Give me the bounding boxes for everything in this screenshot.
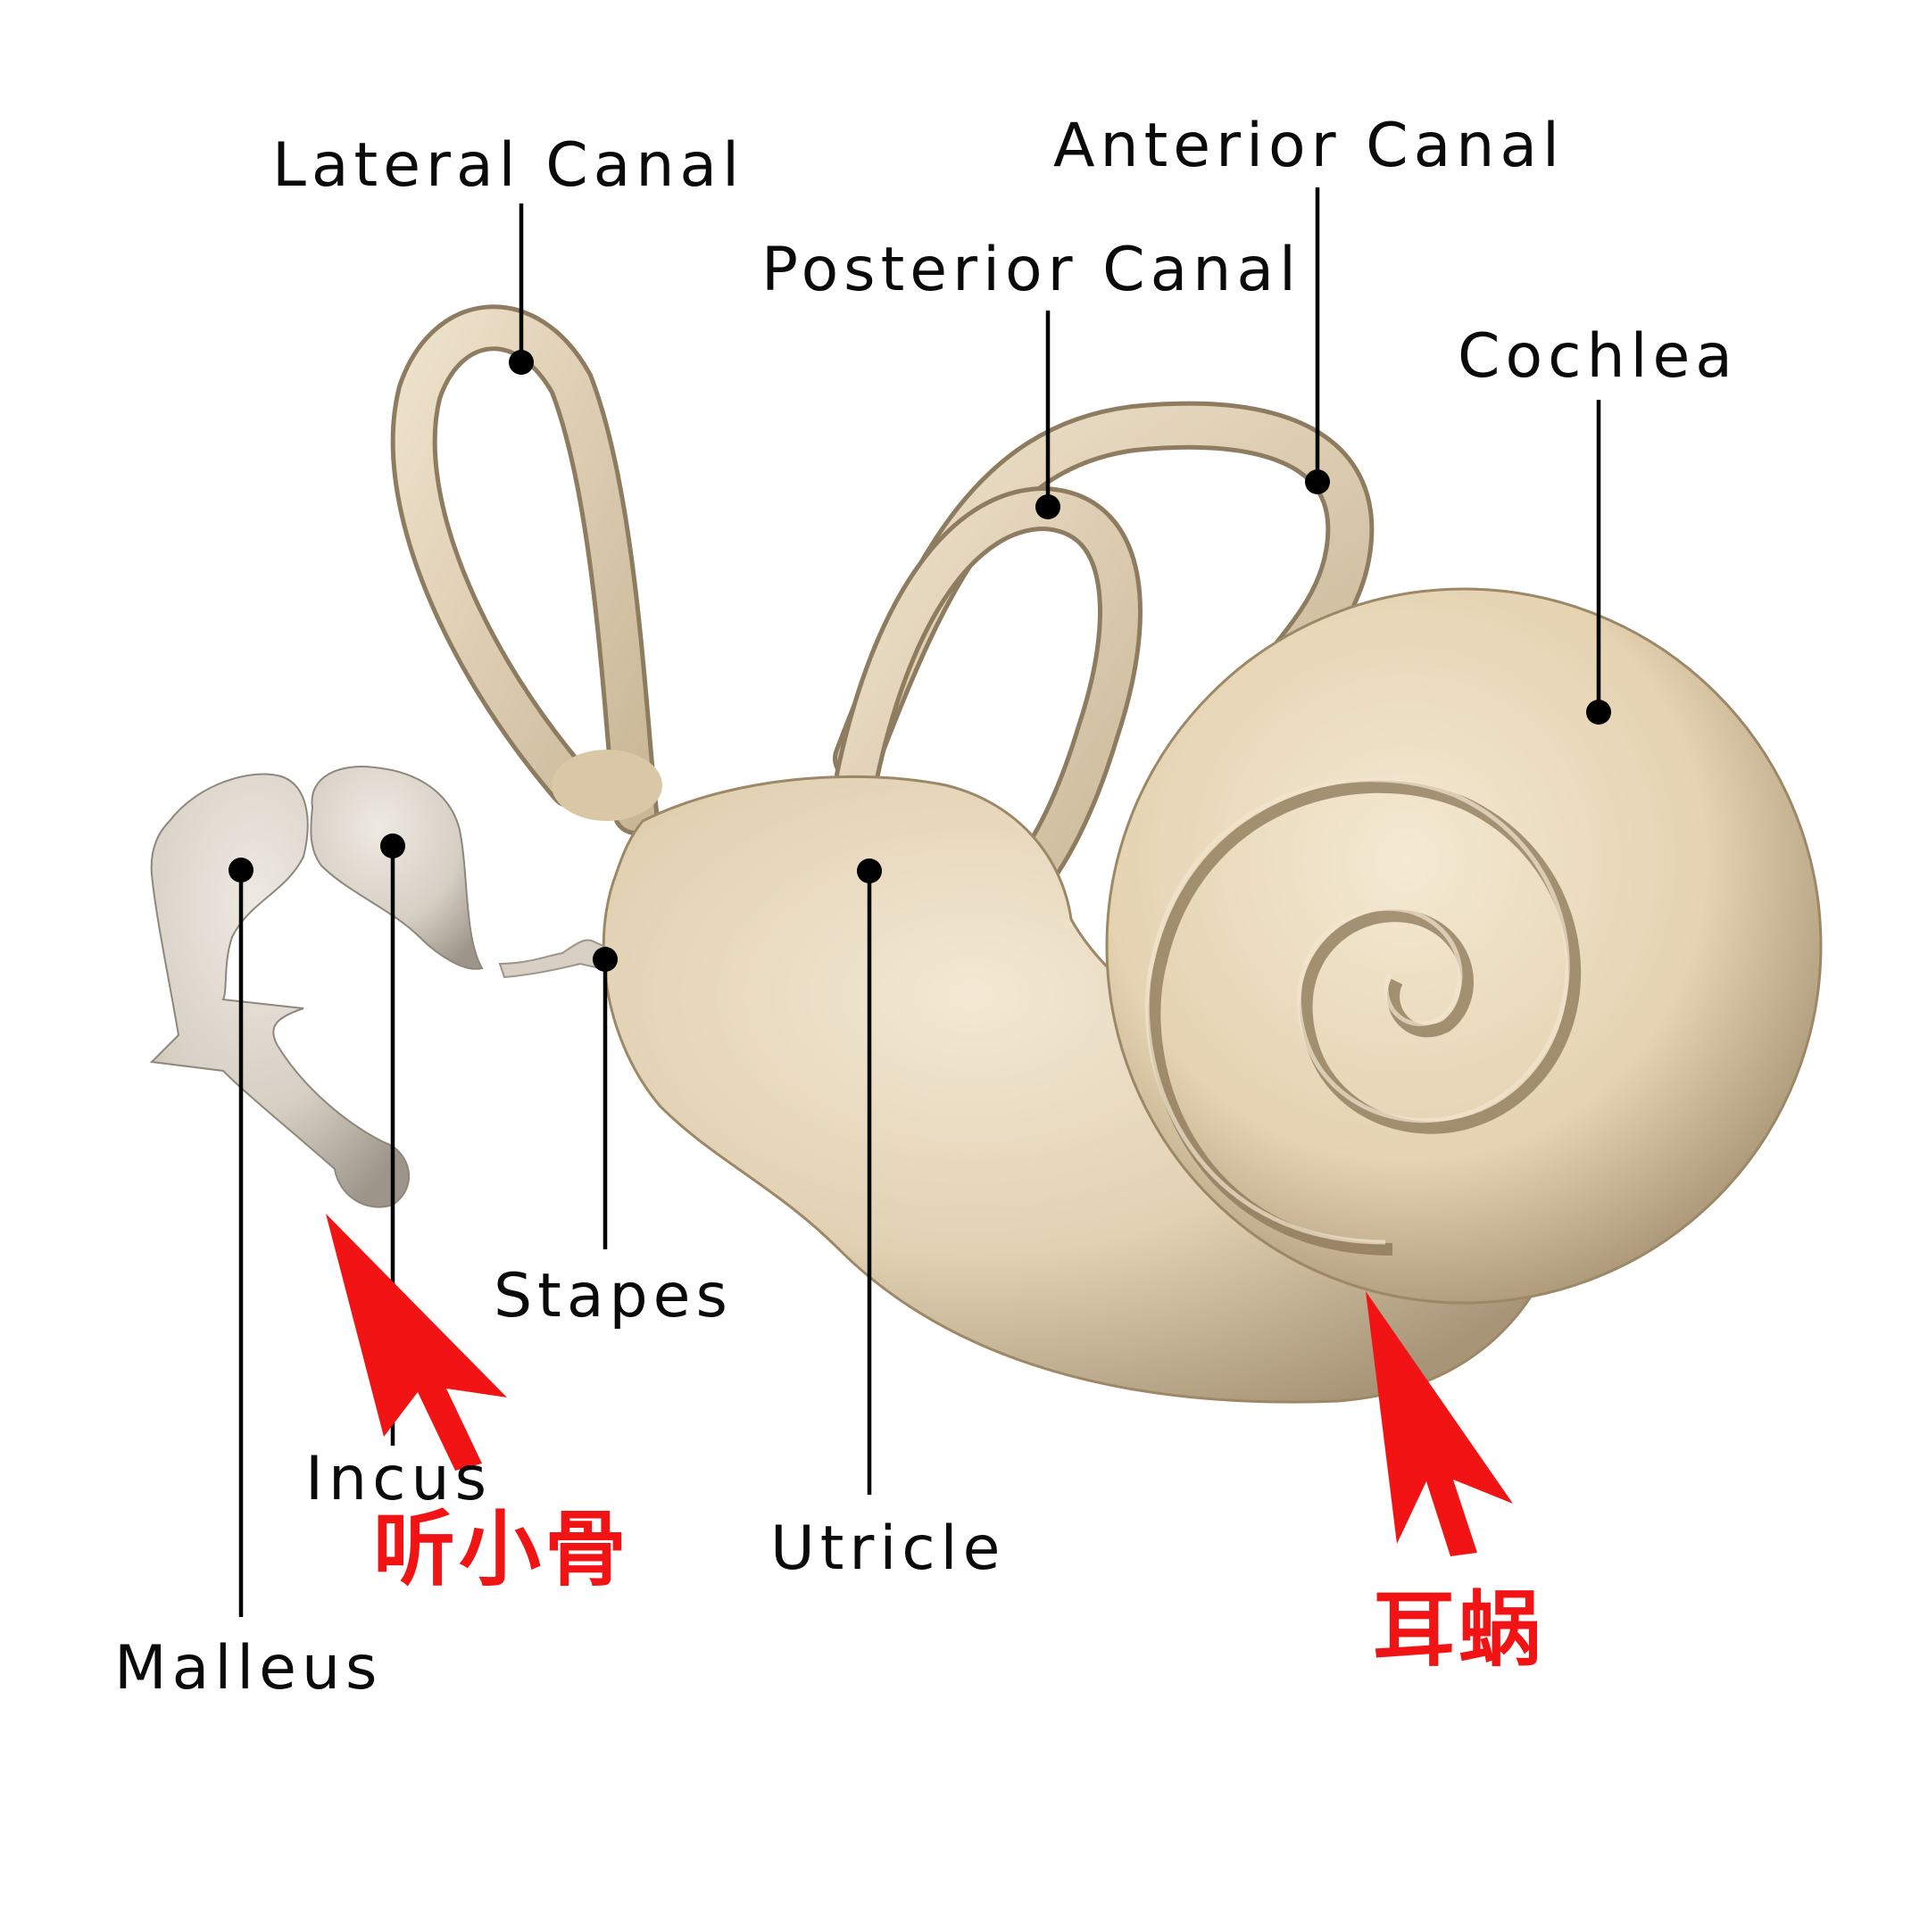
malleus-dot [229,858,253,883]
stapes-shape [498,939,609,979]
red-arrows [326,1214,1513,1556]
ossicles-cn-label: 听小骨 [373,1502,630,1597]
cochlea-shape [1105,587,1823,1305]
posterior-canal-dot [1035,494,1060,519]
lateral-canal-shape [390,304,662,835]
labyrinth-illustration [149,304,1823,1404]
anterior-canal-dot [1305,469,1330,494]
incus-label: Incus [305,1444,492,1514]
ossicles-arrow [326,1214,507,1471]
stapes-dot [593,947,618,972]
anterior-canal-label: Anterior Canal [1053,111,1565,181]
lateral-canal-label: Lateral Canal [272,130,744,201]
utricle-dot [857,858,882,883]
cochlea-label: Cochlea [1458,321,1738,392]
incus-dot [380,833,405,858]
lateral-canal-dot [509,350,534,375]
cochlea-cn-label: 耳蜗 [1373,1582,1544,1678]
labels: Lateral Canal Anterior Canal Posterior C… [114,111,1738,1704]
stapes-label: Stapes [494,1261,733,1331]
utricle-label: Utricle [770,1513,1005,1584]
cochlea-arrow [1366,1291,1513,1556]
posterior-canal-label: Posterior Canal [761,235,1301,305]
malleus-shape [149,773,410,1208]
incus-shape [310,766,484,970]
cochlea-dot [1586,700,1611,725]
malleus-label: Malleus [114,1633,383,1704]
